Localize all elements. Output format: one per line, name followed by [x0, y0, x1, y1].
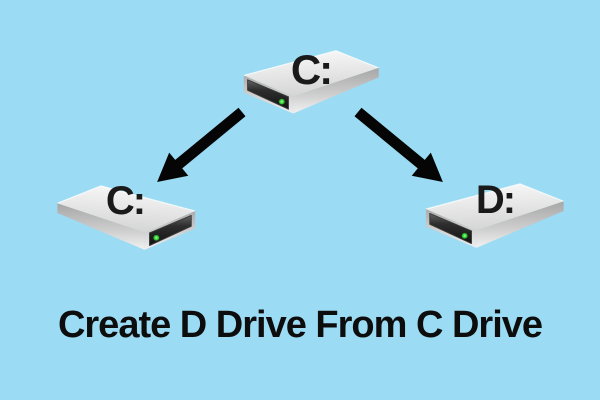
page-title: Create D Drive From C Drive	[57, 304, 543, 346]
arrow-down-left-icon	[147, 100, 252, 194]
arrow-down-right-icon	[348, 100, 453, 194]
drive-label-source: C:	[291, 46, 331, 93]
drive-label-d: D:	[476, 178, 514, 222]
drive-label-c: C:	[106, 179, 144, 223]
